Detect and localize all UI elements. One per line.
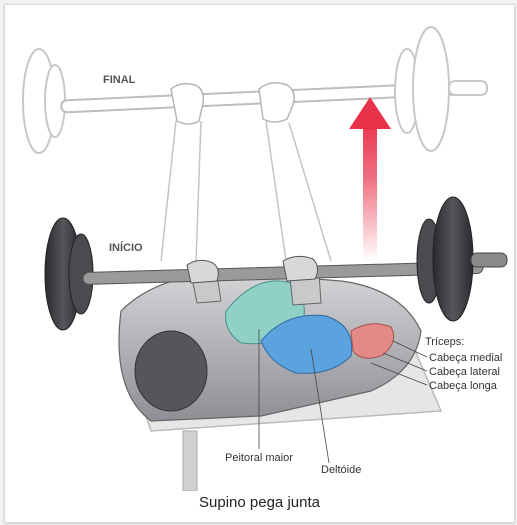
final-plate-left-inner <box>44 64 66 138</box>
final-barbell <box>22 26 488 154</box>
final-left-hand <box>170 82 205 125</box>
label-triceps-medial: Cabeça medial <box>429 352 502 364</box>
label-peitoral-maior: Peitoral maior <box>225 452 293 464</box>
upward-arrow <box>349 97 391 261</box>
inicio-bar-end <box>470 252 508 268</box>
inicio-right-hand <box>282 255 319 282</box>
leader-lines <box>258 329 428 464</box>
label-final: FINAL <box>103 74 136 86</box>
head <box>134 330 208 412</box>
final-right-hand <box>258 82 295 123</box>
label-triceps-lateral: Cabeça lateral <box>429 366 500 378</box>
final-bar-end <box>448 80 488 96</box>
figure-frame: FINAL <box>4 4 515 523</box>
figure-caption: Supino pega junta <box>199 494 320 511</box>
label-triceps-title: Tríceps: <box>425 336 464 348</box>
bench-press-diagram: FINAL <box>22 26 508 491</box>
label-triceps-longa: Cabeça longa <box>429 380 498 392</box>
final-plate-right-outer <box>412 26 450 152</box>
deltoide-muscle <box>260 314 353 374</box>
inicio-left-hand <box>186 259 219 284</box>
inicio-plate-right-outer <box>432 196 474 322</box>
inicio-barbell <box>44 196 508 331</box>
label-deltoide: Deltóide <box>321 464 361 476</box>
lying-body <box>118 264 422 422</box>
triceps-muscle <box>350 323 395 359</box>
final-arms <box>160 120 332 262</box>
label-inicio: INÍCIO <box>109 241 143 254</box>
